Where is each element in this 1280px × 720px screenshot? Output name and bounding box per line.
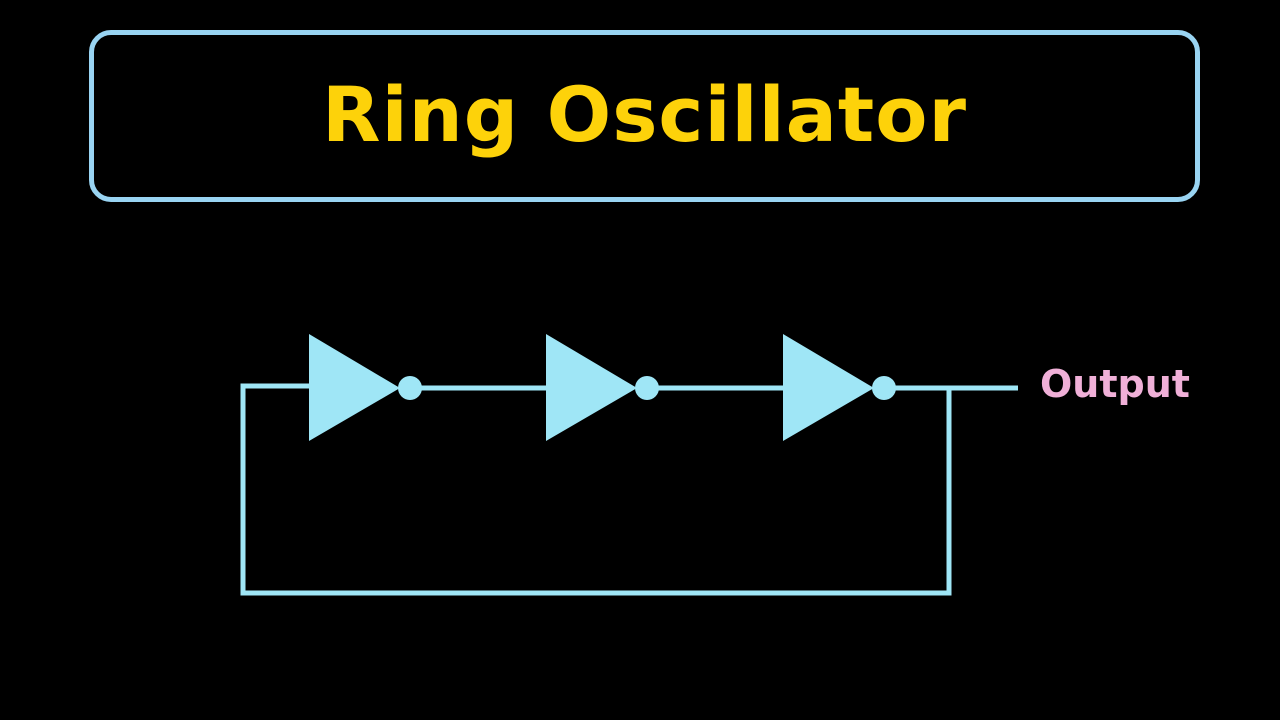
inverter-2-bubble <box>635 376 659 400</box>
inverter-1-bubble <box>398 376 422 400</box>
inverter-3-bubble <box>872 376 896 400</box>
title-box: Ring Oscillator <box>89 30 1200 202</box>
inverter-1-icon <box>309 334 400 441</box>
inverter-3-icon <box>783 334 874 441</box>
inverter-2-icon <box>546 334 637 441</box>
diagram-title: Ring Oscillator <box>322 69 967 159</box>
output-label: Output <box>1040 362 1190 406</box>
feedback-wire <box>240 383 952 596</box>
